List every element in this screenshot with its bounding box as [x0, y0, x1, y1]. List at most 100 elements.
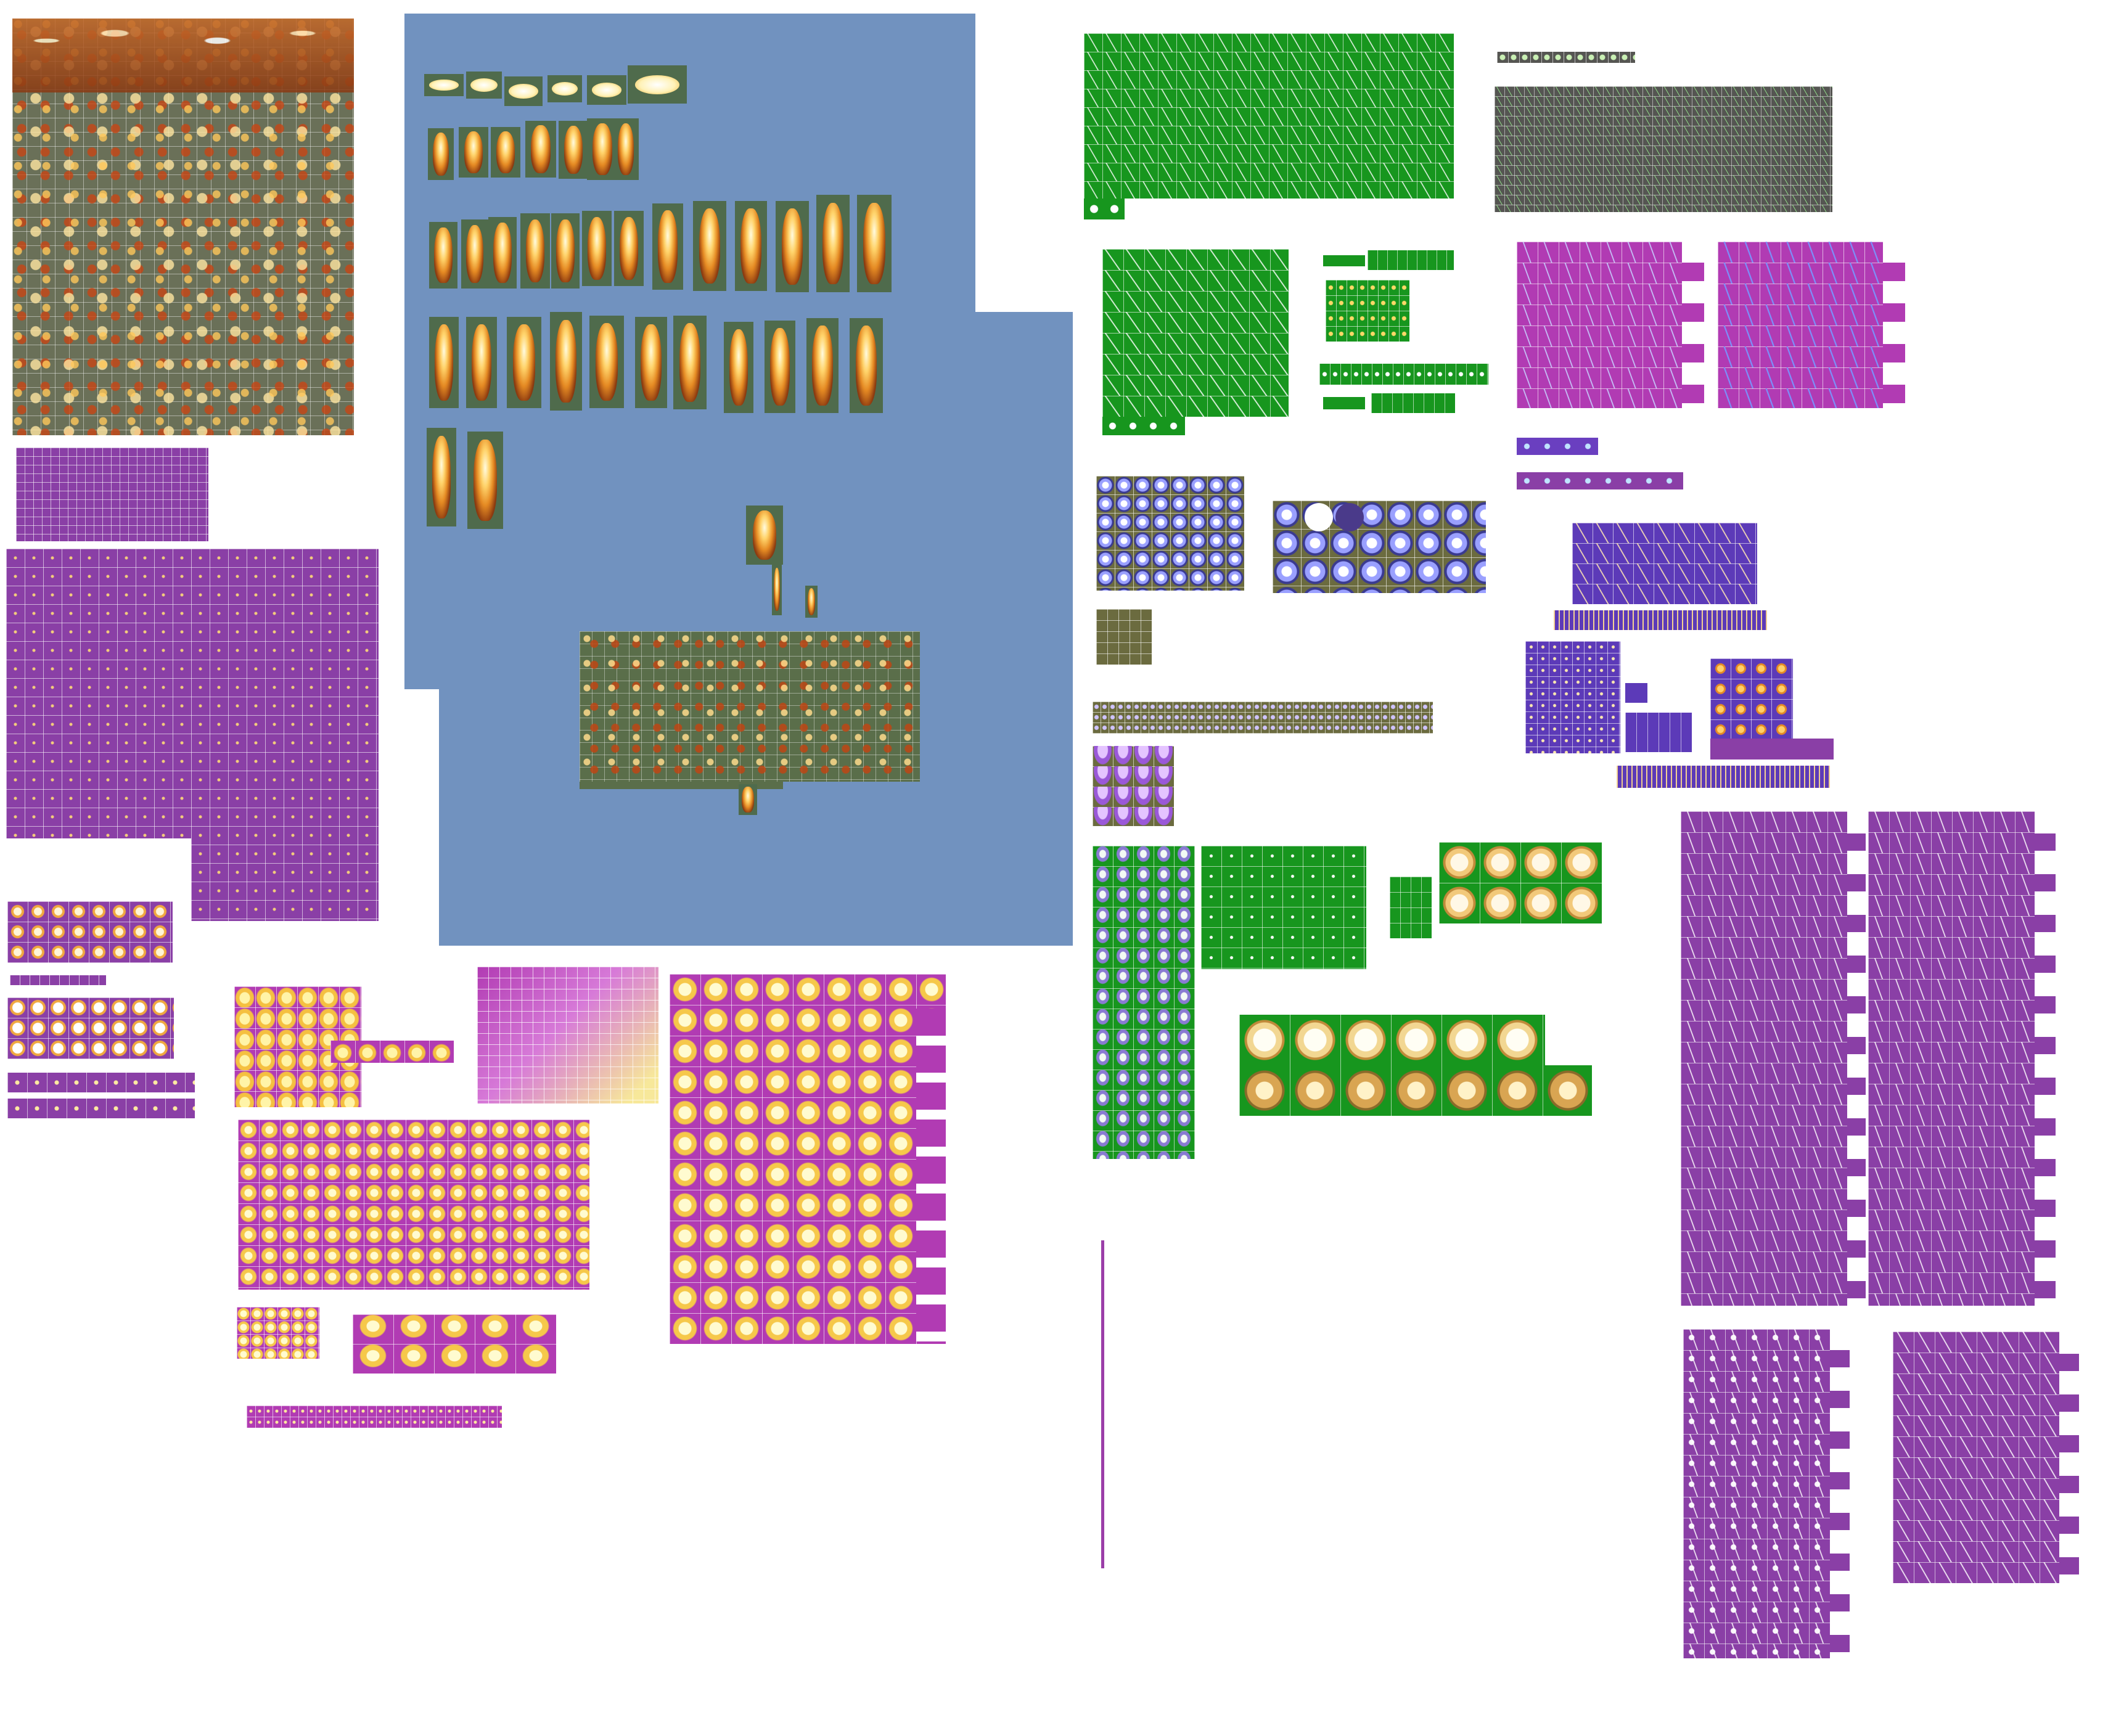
gray-tiny-icon-row [1497, 52, 1635, 63]
fire-frame-r3-3 [488, 217, 517, 289]
fire-frame-r3-4 [520, 213, 550, 289]
fire-frame-oval-6 [628, 65, 687, 104]
violet-mini-1 [1625, 683, 1647, 703]
fire-frame-r3-13 [857, 195, 892, 292]
fire-frame-r4-7 [673, 316, 707, 409]
violet-icon-row-2 [1517, 472, 1683, 489]
fire-frame-r2-7 [613, 118, 639, 180]
purple-orb-ring-sheet-1 [7, 901, 173, 963]
fire-frame-r3-12 [816, 195, 850, 292]
purple-swirl-sheet-left-tabs [1830, 1350, 1850, 1658]
magenta-streak-sheet-2 [1718, 242, 1883, 408]
magenta-thin-strip [247, 1406, 502, 1428]
fire-frame-r4-1 [429, 317, 459, 408]
fire-frame-r2-5 [559, 121, 588, 179]
magenta-gradient-sheet [477, 967, 658, 1103]
fire-frame-r3-10 [735, 201, 767, 291]
fire-frame-r3-6 [582, 211, 612, 286]
violet-icon-row-1 [1517, 438, 1598, 455]
purple-spark-row-2 [7, 1099, 195, 1118]
magenta-flame-strip [330, 1041, 454, 1063]
violet-streak-sheet [1572, 523, 1757, 604]
green-streak-sheet-top-tail [1084, 199, 1125, 219]
green-small-row-4 [1371, 393, 1455, 413]
fire-frame-oval-3 [504, 76, 543, 106]
fire-frame-r3-7 [614, 211, 644, 286]
fire-frame-r3-9 [693, 201, 726, 291]
fire-frame-bottom-small [739, 784, 757, 815]
olive-purple-arc-sheet [1093, 746, 1174, 826]
purple-icon-strip [10, 975, 106, 985]
magenta-flame-large-sheet-tabs [916, 1009, 946, 1341]
fire-frame-oval-5 [587, 75, 626, 105]
green-small-row-2 [1368, 250, 1454, 270]
green-streak-sheet-top [1084, 33, 1454, 199]
blue-panel-bottom [439, 312, 1073, 946]
purple-streak-sheet-far-right-tabs [2059, 1354, 2079, 1583]
large-indigo-orb [1335, 503, 1364, 531]
purple-curve-sheet-left-tabs [1847, 833, 1866, 1306]
magenta-small-cluster [237, 1307, 319, 1359]
purple-streak-sheet-far-right [1893, 1332, 2059, 1583]
fire-frame-r5-1 [427, 428, 456, 526]
fire-frame-r4-6 [635, 317, 667, 408]
purple-streak-sheet-left [6, 549, 191, 838]
magenta-flame-large-sheet [670, 974, 946, 1344]
fire-frame-r4-4 [550, 312, 582, 411]
green-streak-sheet-mid [1102, 249, 1289, 417]
purple-swirl-sheet-left [1683, 1329, 1830, 1658]
fire-tiles-sheet [12, 18, 354, 435]
fire-frame-mid-1 [746, 506, 783, 565]
green-small-row-3 [1323, 397, 1365, 409]
fire-frame-r2-1 [428, 128, 454, 180]
fire-tile-grid-sheet [580, 631, 920, 782]
fire-frame-r3-1 [429, 222, 457, 289]
violet-small-grid [1525, 641, 1620, 753]
fire-frame-mid-2 [772, 563, 782, 615]
green-sparkle-sheet [1201, 846, 1366, 969]
fire-frame-r3-5 [551, 213, 580, 289]
small-purple-grid-sheet-right [111, 448, 208, 497]
fire-frame-r4-8 [724, 322, 753, 413]
green-small-row-1 [1323, 255, 1365, 266]
large-white-orb [1305, 503, 1333, 531]
fire-frame-r5-2 [467, 432, 503, 529]
fire-frame-mid-3 [805, 586, 818, 618]
fire-frame-r4-10 [806, 318, 839, 413]
fire-frame-r2-6 [587, 118, 618, 180]
green-streak-sheet-mid-tail [1102, 417, 1185, 435]
green-small-strip [1319, 364, 1488, 385]
purple-streak-sheet-right [191, 549, 379, 921]
fire-frame-r2-3 [491, 127, 520, 178]
fire-frame-oval-4 [547, 75, 582, 102]
purple-curve-sheet-left [1681, 811, 1847, 1306]
fire-frame-r4-2 [466, 317, 497, 408]
fire-frame-r3-8 [652, 203, 683, 290]
gray-streak-sheet [1495, 86, 1832, 212]
green-small-grid [1326, 280, 1409, 342]
fire-tile-grid-overhang [580, 782, 783, 789]
fire-frame-r4-3 [507, 317, 541, 408]
green-burst-sheet-large [1239, 1015, 1545, 1065]
green-feather-sheet [1093, 846, 1195, 1159]
fire-frame-r4-9 [765, 321, 795, 413]
green-burst-sheet-small [1439, 842, 1602, 923]
violet-burst-sheet [1710, 658, 1793, 739]
olive-orb-sheet-left [1096, 476, 1244, 591]
fire-frame-r4-5 [589, 316, 624, 408]
green-mini-column [1390, 877, 1432, 938]
olive-small-sheet-1 [1096, 609, 1152, 665]
fire-frame-r4-11 [850, 318, 883, 413]
green-burst-sheet-large-row2 [1239, 1065, 1592, 1116]
magenta-streak-sheet-2-tabs [1883, 263, 1905, 408]
fire-frame-r2-2 [459, 127, 488, 178]
fire-tiles-top-band [12, 18, 354, 92]
fire-frame-oval-2 [466, 72, 502, 99]
magenta-flame-grid-sheet [238, 1120, 589, 1290]
violet-mini-2 [1625, 713, 1692, 752]
fire-frame-oval-1 [424, 74, 464, 96]
fire-frame-r3-11 [776, 201, 809, 292]
thin-purple-strip [1101, 1240, 1104, 1568]
purple-curve-sheet-right [1868, 811, 2035, 1306]
